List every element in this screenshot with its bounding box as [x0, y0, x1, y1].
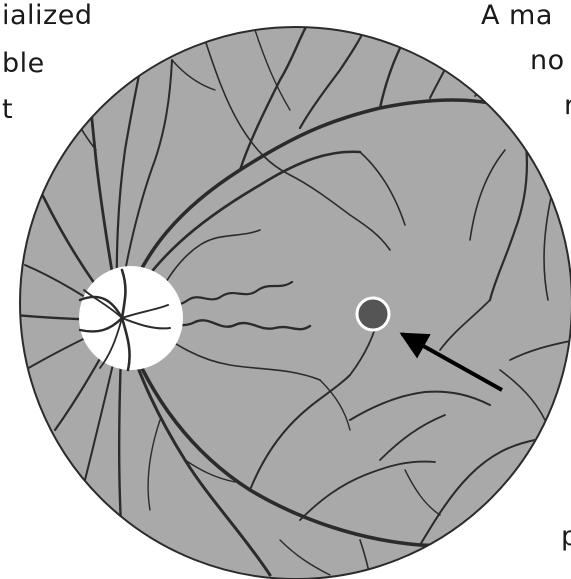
macular-lesion: [357, 298, 389, 330]
optic-disc: [79, 266, 183, 370]
